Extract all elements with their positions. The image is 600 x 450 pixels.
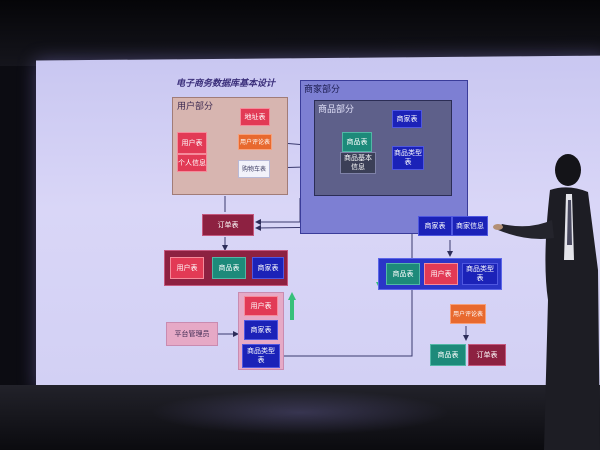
bottom-order-box: 订单表	[468, 344, 506, 366]
product-category-box: 商品类型 表	[392, 146, 424, 170]
personal-info-box: 个人信息	[177, 154, 207, 172]
right-merchant-box: 商家表	[418, 216, 452, 236]
user-review-box: 用户评论表	[238, 134, 272, 150]
presenter	[493, 154, 600, 450]
merchant-table-top-box: 商家表	[392, 110, 422, 128]
right-row-user-box: 用户表	[424, 263, 458, 285]
right-user-review-box: 用户评论表	[450, 304, 486, 324]
bottom-product-box: 商品表	[430, 344, 466, 366]
product-table-box: 商品表	[342, 132, 372, 152]
right-row-product-box: 商品表	[386, 263, 420, 285]
right-row-category-box: 商品类型 表	[462, 263, 498, 285]
user-table-box: 用户表	[177, 132, 207, 154]
row1-merchant-box: 商家表	[252, 257, 284, 279]
admin-box: 平台管理员	[166, 322, 218, 346]
row1-product-box: 商品表	[212, 257, 246, 279]
right-merchant-info-box: 商家信息	[452, 216, 488, 236]
col-user-box: 用户表	[244, 296, 278, 316]
row1-user-box: 用户表	[170, 257, 204, 279]
user-region-label: 用户部分	[177, 102, 214, 112]
col-category-box: 商品类型 表	[242, 344, 280, 368]
product-region-label: 商品部分	[318, 105, 355, 115]
order-table-box: 订单表	[202, 214, 254, 236]
merchant-region-label: 商家部分	[304, 85, 341, 95]
floor-reflection	[150, 390, 450, 435]
ceiling	[0, 0, 600, 66]
col-merchant-box: 商家表	[244, 320, 278, 340]
floor	[0, 385, 600, 450]
product-basic-info-box: 商品基本 信息	[340, 152, 376, 174]
diagram-title: 电子商务数据库基本设计	[176, 79, 276, 89]
cart-table-box: 购物车表	[238, 160, 270, 178]
address-table-box: 地址表	[240, 108, 270, 126]
product-region	[314, 100, 452, 196]
